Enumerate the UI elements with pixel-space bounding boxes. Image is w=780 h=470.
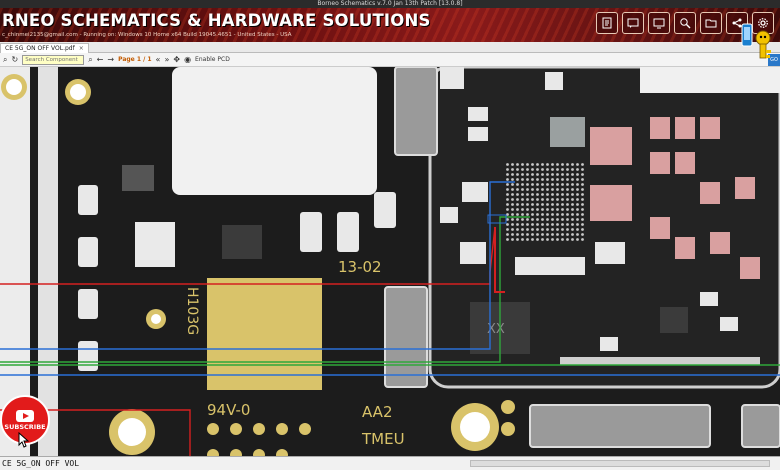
document-icon[interactable]: [596, 12, 618, 34]
window-title: Borneo Schematics v.7.0 Jan 13th Patch […: [0, 0, 780, 8]
board-label-rev: 13-02: [338, 258, 382, 276]
board-label-fab: 94V-0: [207, 401, 250, 419]
panel-toggle-button[interactable]: GO: [768, 54, 780, 66]
mascot-logo: [741, 23, 771, 59]
trace-blue: [0, 181, 515, 350]
folder-icon[interactable]: [700, 12, 722, 34]
find-icon[interactable]: ⌕: [88, 54, 93, 64]
close-icon[interactable]: ×: [78, 45, 84, 52]
document-tabs: CE 5G_ON OFF VOL.pdf ×: [0, 42, 780, 53]
refresh-icon[interactable]: ↻: [11, 55, 19, 64]
board-label-model: AA2: [362, 403, 392, 421]
subscribe-label: SUBSCRIBE: [4, 422, 46, 431]
hand-icon[interactable]: ✥: [173, 55, 181, 64]
horizontal-scrollbar[interactable]: [470, 460, 770, 467]
cursor-icon: [18, 432, 30, 448]
status-text: CE 5G_ON OFF VOL: [2, 459, 80, 468]
status-bar: CE 5G_ON OFF VOL: [0, 456, 780, 470]
screen-icon[interactable]: [648, 12, 670, 34]
user-info: c_chinmei2135@gmail.com - Running on: Wi…: [2, 32, 292, 38]
youtube-icon: [16, 409, 34, 422]
page-indicator: Page 1 / 1: [118, 56, 152, 63]
prev-page-icon[interactable]: ←: [96, 55, 104, 64]
search-zoom-icon[interactable]: [674, 12, 696, 34]
tab-document[interactable]: CE 5G_ON OFF VOL.pdf ×: [0, 43, 89, 53]
search-icon[interactable]: ⌕: [3, 54, 8, 64]
board-label-tmeu: TMEU: [361, 430, 405, 448]
viewer-toolbar: ⌕ ↻ ⌕ ← → Page 1 / 1 « » ✥ ◉ Enable PCD …: [0, 53, 780, 67]
pcb-board-canvas: 13-02 94V-0 H103G AA2 TMEU XX: [0, 67, 780, 462]
camera-icon[interactable]: ◉: [184, 55, 192, 64]
board-label-code: H103G: [184, 287, 200, 335]
first-page-icon[interactable]: «: [155, 55, 161, 64]
trace-green: [0, 216, 530, 363]
brand-title: RNEO SCHEMATICS & HARDWARE SOLUTIONS: [2, 11, 431, 30]
search-input[interactable]: [22, 54, 85, 65]
pcb-board-view[interactable]: 13-02 94V-0 H103G AA2 TMEU XX: [0, 67, 780, 462]
trace-red-3: [494, 227, 505, 293]
chat-icon[interactable]: [622, 12, 644, 34]
tab-label: CE 5G_ON OFF VOL.pdf: [5, 45, 75, 52]
next-page-icon[interactable]: →: [107, 55, 115, 64]
header-banner: RNEO SCHEMATICS & HARDWARE SOLUTIONS c_c…: [0, 8, 780, 42]
trace-red-2: [0, 409, 191, 462]
enable-pcd-button[interactable]: Enable PCD: [195, 56, 230, 63]
last-page-icon[interactable]: »: [164, 55, 170, 64]
header-toolbar: [596, 12, 774, 34]
